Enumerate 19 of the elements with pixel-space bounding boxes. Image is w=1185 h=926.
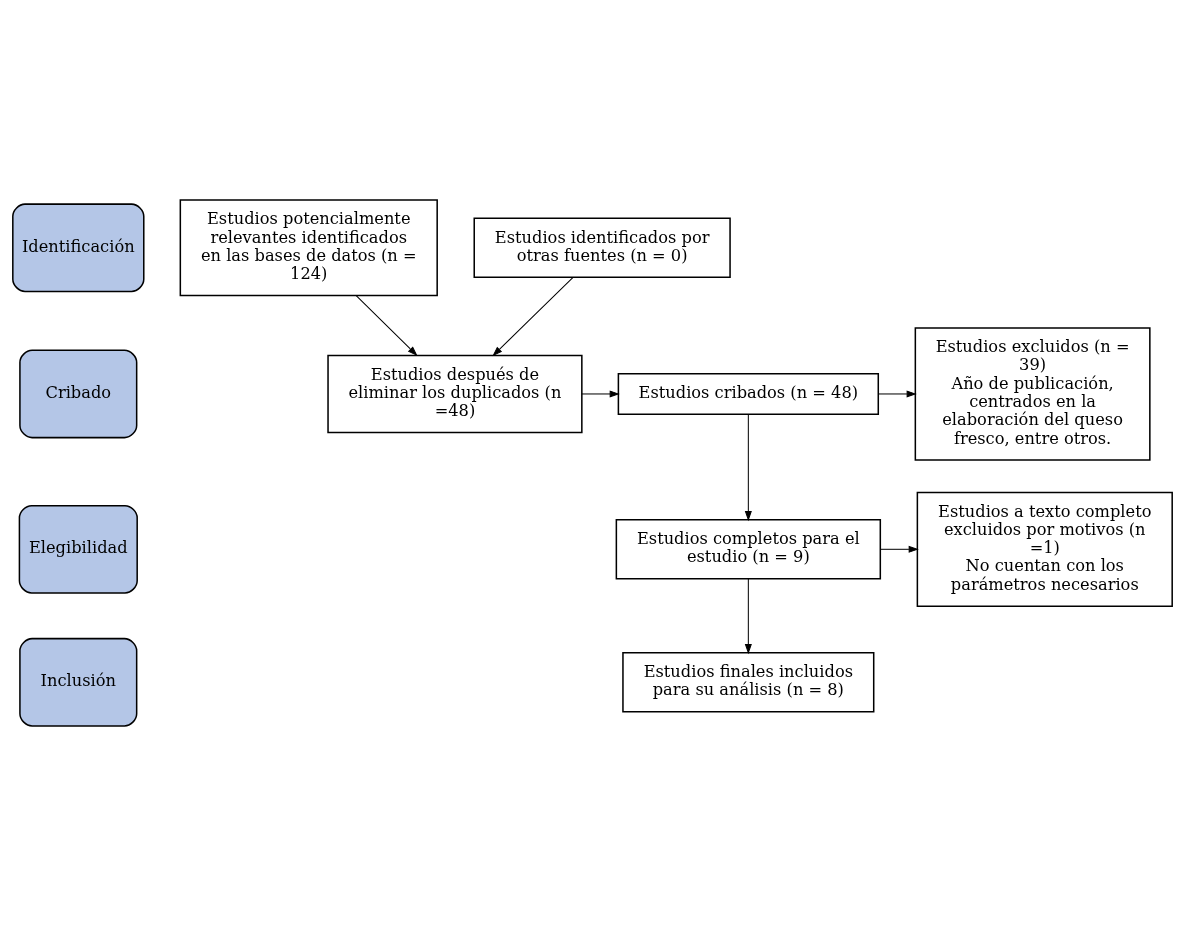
arrow xyxy=(355,295,418,357)
arrow xyxy=(879,545,919,553)
node-box: Inclusión xyxy=(19,637,138,727)
node-box: Estudios identificados por otras fuentes (n = 0) xyxy=(473,217,731,278)
node-box: Estudios después de eliminar los duplicados (n =48) xyxy=(327,354,583,434)
node-box: Elegibilidad xyxy=(18,504,138,594)
node-box: Identificación xyxy=(12,203,145,293)
arrow xyxy=(744,413,752,522)
arrow xyxy=(878,390,917,398)
node-box: Estudios cribados (n = 48) xyxy=(617,372,880,416)
node-box: Estudios potencialmente relevantes identificados en las bases de datos (n = 124) xyxy=(179,199,438,297)
node-box: Estudios a texto completo excluidos por motivos (n =1) No cuentan con los parámetros necesarios xyxy=(916,491,1173,607)
node-box: Estudios excluidos (n = 39) Año de publicación, centrados en la elaboración del queso fresco, entre otros. xyxy=(914,327,1151,461)
arrow xyxy=(744,578,752,655)
node-box: Estudios finales incluidos para su análisis (n = 8) xyxy=(622,652,875,713)
node-box: Estudios completos para el estudio (n = 9) xyxy=(615,519,882,580)
node-box: Cribado xyxy=(19,349,138,439)
arrow xyxy=(581,390,620,398)
arrow xyxy=(492,276,574,357)
